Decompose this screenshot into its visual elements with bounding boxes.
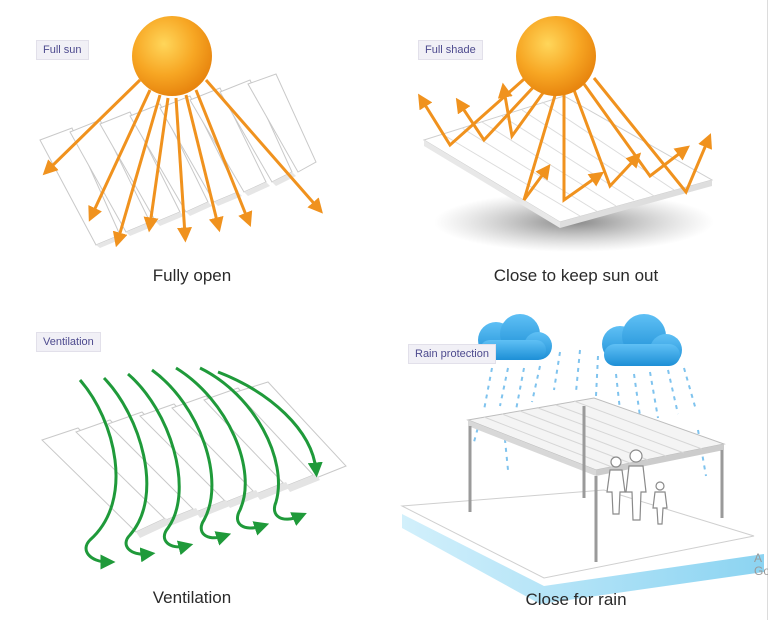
rain-drops <box>473 349 707 477</box>
pergola-rain-illustration <box>400 314 764 604</box>
pergola-roof <box>466 397 726 476</box>
person-silhouette-icon <box>606 449 668 525</box>
sun-icon <box>132 16 212 96</box>
airflow-arrows <box>78 366 323 570</box>
panel-ventilation: Ventilation Ventilation <box>0 310 384 620</box>
ventilation-illustration <box>41 366 347 570</box>
sun-ray-arrows <box>42 78 323 248</box>
pool-water <box>402 514 764 604</box>
ground-deck <box>400 489 755 579</box>
panel-rain-protection: Rain protection Close for rain <box>384 310 768 620</box>
panel-full-shade: Full shade Close to keep sun out <box>384 0 768 310</box>
cloud-icon <box>602 314 682 366</box>
tilted-louver-blades <box>41 381 347 538</box>
tag-rain-protection: Rain protection <box>408 344 496 364</box>
edge-text-fragment: A Go <box>754 552 768 578</box>
louver-blades <box>39 73 317 248</box>
panel-full-sun: Full sun Fully open <box>0 0 384 310</box>
cloud-icon <box>478 314 552 360</box>
caption-close-rain: Close for rain <box>525 590 627 609</box>
tag-ventilation: Ventilation <box>36 332 101 352</box>
open-louvers-illustration <box>39 16 323 248</box>
pergola-posts <box>468 406 724 562</box>
edge-text-line-1: A <box>754 551 763 565</box>
closed-louvers-illustration <box>418 16 714 252</box>
caption-fully-open: Fully open <box>152 266 232 285</box>
sun-icon <box>516 16 596 96</box>
edge-text-line-2: Go <box>754 564 768 578</box>
caption-ventilation: Ventilation <box>152 588 232 607</box>
reflected-ray-arrows <box>418 70 712 203</box>
tag-full-shade: Full shade <box>418 40 483 60</box>
caption-close-sun: Close to keep sun out <box>493 266 659 285</box>
tag-full-sun: Full sun <box>36 40 89 60</box>
